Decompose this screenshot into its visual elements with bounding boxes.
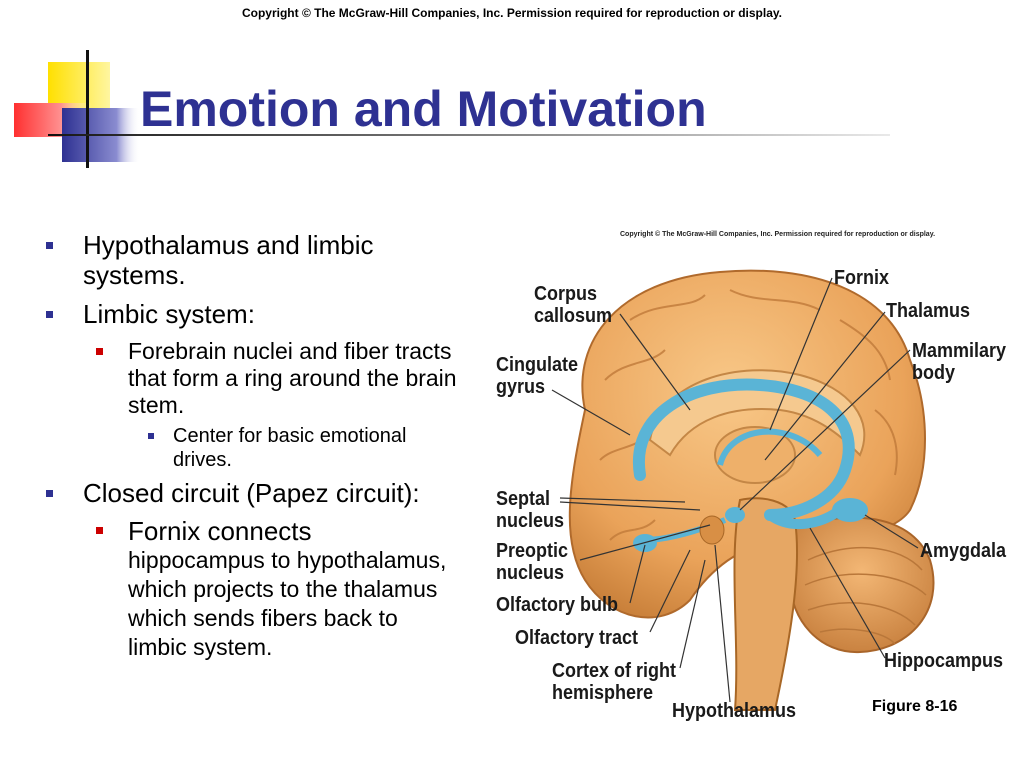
label-mammillary-body: Mammilary body — [912, 340, 1007, 384]
label-olfactory-bulb: Olfactory bulb — [496, 594, 619, 616]
bullet-text: Limbic system: — [83, 299, 255, 329]
slide-title: Emotion and Motivation — [140, 81, 707, 137]
bullet-text-rest: hippocampus to hypothalamus, which proje… — [128, 547, 447, 660]
figure-copyright: Copyright © The McGraw-Hill Companies, I… — [620, 231, 936, 238]
label-septal-nucleus: Septal nucleus — [496, 488, 565, 532]
bullet-text: Closed circuit (Papez circuit): — [83, 478, 420, 508]
bullet-text: Center for basic emotional drives. — [173, 425, 407, 471]
bullet-list: Hypothalamus and limbic systems. Limbic … — [40, 230, 460, 666]
amygdala-shape — [832, 498, 868, 522]
mammillary-body-shape — [725, 507, 745, 523]
label-cortex-right-hemisphere: Cortex of right hemisphere — [552, 660, 677, 704]
label-thalamus: Thalamus — [886, 300, 971, 322]
label-olfactory-tract: Olfactory tract — [515, 627, 639, 649]
subsubbullet-emotional-drives: Center for basic emotional drives. — [40, 424, 460, 472]
bullet-hypothalamus: Hypothalamus and limbic systems. — [40, 230, 460, 290]
title-rule — [60, 134, 890, 136]
label-amygdala: Amygdala — [920, 540, 1007, 562]
copyright-notice: Copyright © The McGraw-Hill Companies, I… — [241, 6, 783, 20]
square-bullet-icon — [46, 311, 53, 318]
brainstem-shape — [733, 497, 799, 711]
limbic-ring-shape — [632, 378, 855, 521]
subbullet-forebrain-nuclei: Forebrain nuclei and fiber tracts that f… — [40, 338, 460, 419]
brain-illustration — [551, 269, 935, 711]
square-bullet-icon — [46, 490, 53, 497]
label-preoptic-nucleus: Preoptic nucleus — [496, 540, 569, 584]
square-bullet-icon — [96, 527, 103, 534]
label-corpus-callosum: Corpus callosum — [534, 283, 613, 327]
label-fornix: Fornix — [834, 267, 890, 289]
bullet-text: Forebrain nuclei and fiber tracts that f… — [128, 338, 457, 418]
square-bullet-icon — [96, 348, 103, 355]
bullet-closed-circuit: Closed circuit (Papez circuit): — [40, 478, 460, 508]
label-hippocampus: Hippocampus — [884, 650, 1004, 672]
bullet-text-lead: Fornix connects — [128, 516, 312, 546]
label-hypothalamus: Hypothalamus — [672, 700, 797, 722]
title-decoration — [14, 50, 140, 168]
figure-number: Figure 8-16 — [872, 698, 958, 715]
subbullet-fornix-connects: Fornix connects hippocampus to hypothala… — [40, 517, 460, 661]
square-bullet-icon — [46, 242, 53, 249]
hypothalamus-shape — [699, 515, 725, 545]
fornix-shape — [717, 428, 823, 466]
square-bullet-icon — [148, 433, 154, 439]
bullet-text: Hypothalamus and limbic systems. — [83, 230, 374, 290]
bullet-limbic-system: Limbic system: — [40, 299, 460, 329]
label-cingulate-gyrus: Cingulate gyrus — [496, 354, 579, 398]
cerebellum-shape — [789, 516, 935, 654]
